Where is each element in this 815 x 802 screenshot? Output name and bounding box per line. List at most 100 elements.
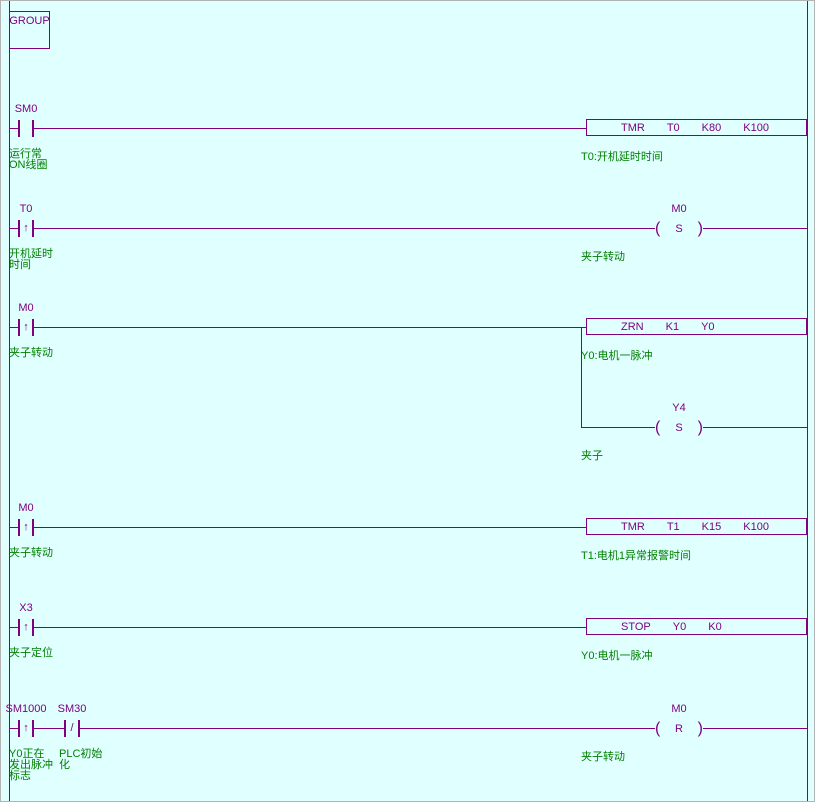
right-power-rail <box>807 1 808 801</box>
instruction-box-tmr-t0[interactable]: TMR T0 K80 K100 <box>586 119 807 136</box>
coil-comment: 夹子 <box>581 450 603 462</box>
comment-line: 化 <box>59 759 70 771</box>
contact-bar-right <box>32 120 34 137</box>
instruction-operand: Y0 <box>672 620 687 633</box>
coil-set-m0[interactable]: ( S ) <box>655 220 703 237</box>
contact-device-label: T0 <box>19 203 33 215</box>
instruction-operand: K0 <box>708 620 722 633</box>
rung-wire <box>9 228 807 229</box>
coil-device-label: M0 <box>671 203 687 215</box>
contact-comment: 夹子定位 <box>9 648 53 659</box>
contact-device-label: M0 <box>18 302 34 314</box>
instruction-operand: Y0 <box>701 320 715 333</box>
comment-line: PLC初始 <box>59 748 103 760</box>
contact-bar-left <box>18 619 20 636</box>
comment-line: 夹子转动 <box>9 547 53 559</box>
contact-device-label: X3 <box>19 602 33 614</box>
contact-bar-left <box>18 720 20 737</box>
contact-bar-left <box>18 220 20 237</box>
contact-bar-right <box>32 519 34 536</box>
contact-device-label: M0 <box>18 502 34 514</box>
rising-edge-symbol: ↑ <box>23 521 29 533</box>
coil-paren-right: ) <box>697 219 703 237</box>
contact-sm0[interactable] <box>18 120 34 137</box>
coil-paren-right: ) <box>697 719 703 737</box>
contact-device-label: SM30 <box>57 703 87 715</box>
contact-bar-left <box>18 319 20 336</box>
contact-m0[interactable]: ↑ <box>18 319 34 336</box>
instruction-mnemonic: TMR <box>621 520 645 533</box>
contact-bar-right <box>32 720 34 737</box>
rung-wire <box>9 327 807 328</box>
comment-line: 夹子定位 <box>9 647 53 659</box>
instruction-operand: K100 <box>743 121 769 134</box>
contact-sm30-nc[interactable]: / <box>64 720 80 737</box>
contact-bar-left <box>64 720 66 737</box>
contact-device-label: SM0 <box>14 103 38 115</box>
rising-edge-symbol: ↑ <box>23 321 29 333</box>
contact-m0[interactable]: ↑ <box>18 519 34 536</box>
contact-symbol <box>20 120 32 137</box>
contact-bar-right <box>32 619 34 636</box>
contact-bar-left <box>18 519 20 536</box>
coil-operator: S <box>675 222 683 235</box>
coil-comment: 夹子转动 <box>581 251 625 263</box>
coil-comment: 夹子转动 <box>581 751 625 763</box>
rung-wire <box>9 627 807 628</box>
coil-operator: S <box>675 421 683 434</box>
coil-reset-m0[interactable]: ( R ) <box>655 720 703 737</box>
instruction-box-stop[interactable]: STOP Y0 K0 <box>586 618 807 635</box>
instruction-operand: K80 <box>701 121 722 134</box>
group-label: GROUP <box>9 15 50 27</box>
coil-device-label: M0 <box>671 703 687 715</box>
instruction-operand: K1 <box>665 320 680 333</box>
coil-paren-left: ( <box>655 418 661 436</box>
rising-edge-symbol: ↑ <box>23 621 29 633</box>
contact-t0[interactable]: ↑ <box>18 220 34 237</box>
rising-edge-symbol: ↑ <box>23 722 29 734</box>
instruction-comment: Y0:电机一脉冲 <box>581 650 653 662</box>
contact-comment: Y0正在 发出脉冲 标志 <box>9 749 53 782</box>
instruction-mnemonic: STOP <box>621 620 651 633</box>
comment-line: Y0正在 <box>9 748 45 760</box>
contact-bar-right <box>78 720 80 737</box>
contact-x3[interactable]: ↑ <box>18 619 34 636</box>
instruction-comment: Y0:电机一脉冲 <box>581 350 653 362</box>
coil-operator: R <box>675 722 683 735</box>
rung-wire <box>9 728 807 729</box>
comment-line: 标志 <box>9 770 31 782</box>
contact-device-label: SM1000 <box>5 703 47 715</box>
comment-line: ON线圈 <box>9 159 48 171</box>
comment-line: 时间 <box>9 259 31 271</box>
group-block[interactable]: GROUP <box>9 11 50 49</box>
comment-line: 开机延时 <box>9 248 53 260</box>
contact-comment: PLC初始 化 <box>59 749 102 771</box>
instruction-operand: K15 <box>701 520 722 533</box>
instruction-box-zrn[interactable]: ZRN K1 Y0 <box>586 318 807 335</box>
instruction-operand: K100 <box>743 520 769 533</box>
contact-sm1000[interactable]: ↑ <box>18 720 34 737</box>
comment-line: 运行常 <box>9 148 42 160</box>
comment-line: 发出脉冲 <box>9 759 53 771</box>
instruction-mnemonic: TMR <box>621 121 645 134</box>
instruction-comment: T1:电机1异常报警时间 <box>581 550 692 562</box>
contact-bar-right <box>32 220 34 237</box>
contact-comment: 夹子转动 <box>9 548 53 559</box>
instruction-comment: T0:开机延时时间 <box>581 151 663 163</box>
contact-bar-left <box>18 120 20 137</box>
coil-paren-left: ( <box>655 719 661 737</box>
rung-wire <box>9 527 807 528</box>
coil-set-y4[interactable]: ( S ) <box>655 419 703 436</box>
comment-line: 夹子转动 <box>9 347 53 359</box>
contact-bar-right <box>32 319 34 336</box>
rung-wire <box>9 128 807 129</box>
coil-paren-right: ) <box>697 418 703 436</box>
branch-wire-vertical <box>581 327 582 428</box>
instruction-operand: T0 <box>666 121 680 134</box>
left-power-rail <box>9 1 10 801</box>
contact-comment: 开机延时 时间 <box>9 249 53 271</box>
normally-closed-slash: / <box>70 722 74 734</box>
instruction-box-tmr-t1[interactable]: TMR T1 K15 K100 <box>586 518 807 535</box>
instruction-mnemonic: ZRN <box>621 320 644 333</box>
